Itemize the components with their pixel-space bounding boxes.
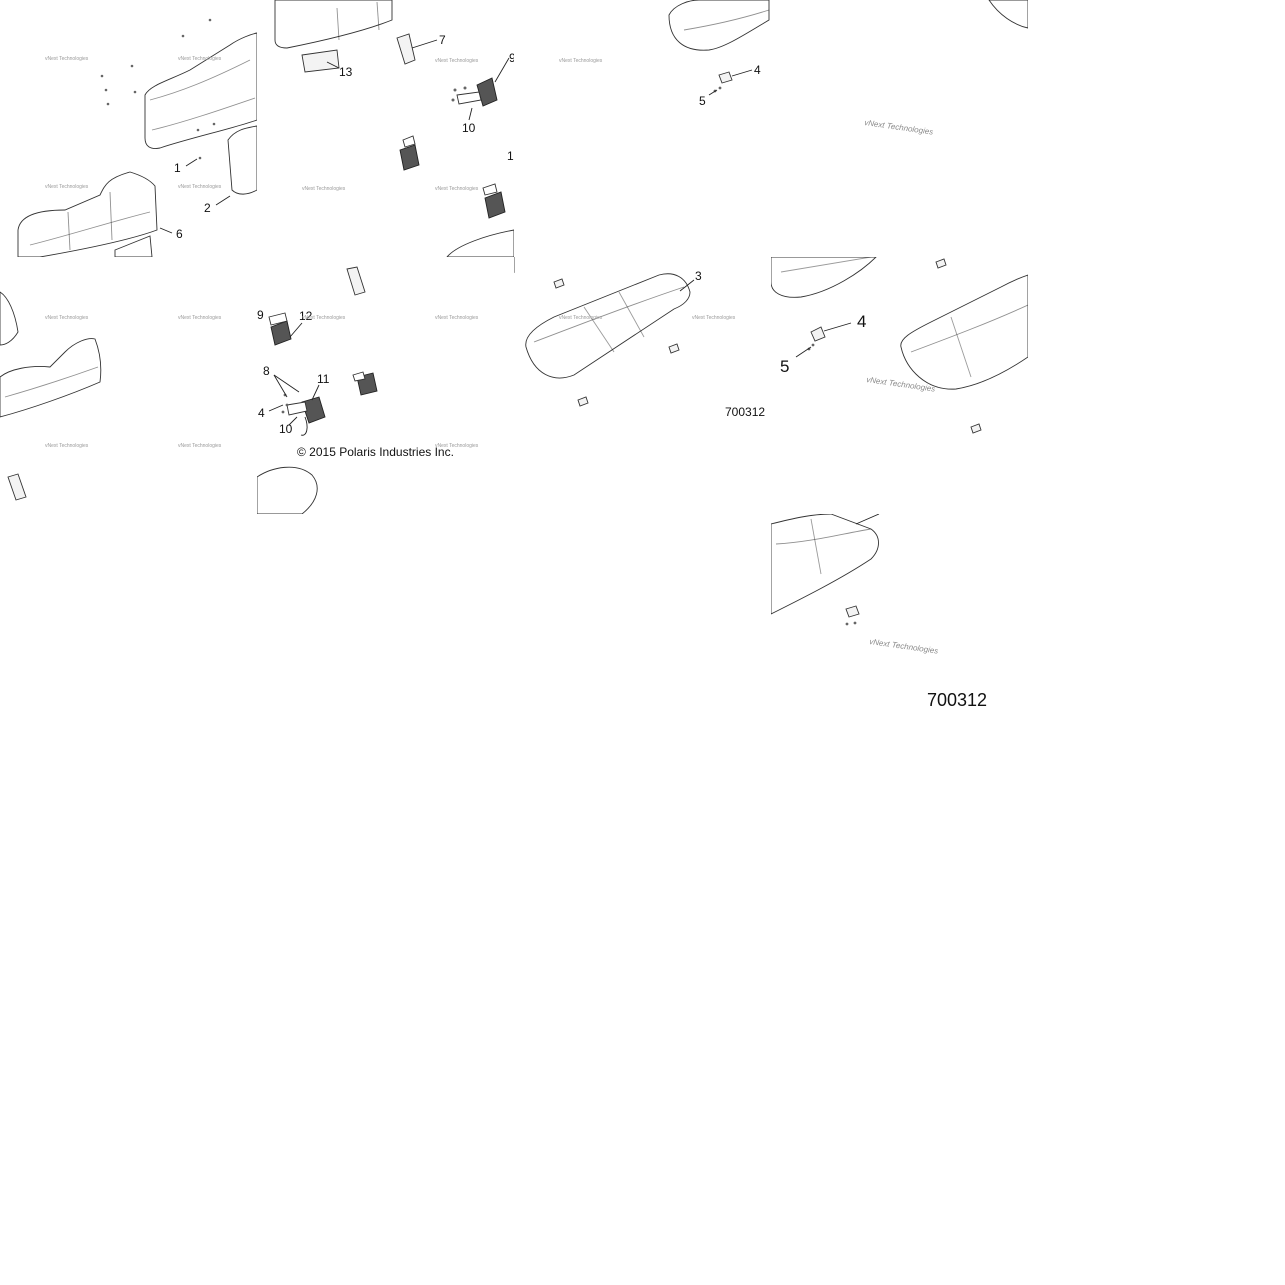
copyright: © 2015 Polaris Industries Inc. (297, 445, 454, 459)
seat-cushion-top (668, 0, 770, 51)
callout-2: 2 (204, 201, 211, 215)
bracket (845, 605, 860, 618)
watermark: vNext Technologies (435, 443, 479, 449)
callout-5: 5 (780, 357, 789, 376)
callout-9: 9 (257, 308, 264, 322)
callout-8: 8 (263, 364, 270, 378)
seat-cushion-3 (525, 273, 691, 379)
tile-seat-backs: 1 2 6 vNext Technologies vNext Technolog… (0, 0, 257, 257)
bracket (935, 258, 947, 269)
watermark: vNext Technologies (178, 315, 222, 321)
strap-7 (346, 266, 366, 296)
seat-back-panel (274, 0, 393, 49)
seat-edge (257, 466, 318, 514)
diagram-number: 700312 (927, 690, 987, 710)
callout-13: 13 (339, 65, 353, 79)
seat-back-side (227, 125, 257, 195)
watermark: vNext Technologies (869, 637, 939, 656)
watermark: vNext Technologies (45, 56, 89, 62)
seat-backs-drawing: 1 2 6 vNext Technologies vNext Technolog… (17, 18, 257, 257)
tile-cushion-right: 4 5 vNext Technologies (771, 257, 1028, 514)
seat-cushion-right (900, 274, 1028, 390)
watermark: vNext Technologies (435, 315, 479, 321)
callout-5: 5 (699, 94, 706, 108)
seat-back-large (0, 338, 102, 418)
latch-block (484, 191, 506, 219)
callout-7: 7 (439, 33, 446, 47)
hinge-11 (301, 396, 326, 424)
hinges-mid-drawing: 12 9 8 11 4 10 © 2015 Polaris Industries… (257, 266, 479, 514)
bracket-4 (718, 71, 733, 84)
seat-cushion-edge (771, 257, 877, 298)
watermark: vNext Technologies (178, 443, 222, 449)
watermark: vNext Technologies (559, 58, 603, 64)
seat-back-side (0, 291, 19, 346)
callout-4: 4 (258, 406, 265, 420)
watermark: vNext Technologies (864, 118, 934, 137)
tile-cushion-bottom: vNext Technologies 700312 (771, 514, 1028, 771)
seat-back-lower (17, 171, 158, 257)
callout-9: 9 (509, 51, 514, 65)
bracket-4 (810, 326, 826, 342)
seat-edge-right (988, 0, 1028, 29)
watermark: vNext Technologies (302, 315, 346, 321)
strap-7 (396, 33, 416, 65)
tile-cushion-top: 4 5 vNext Technologies vNext Technologie… (514, 0, 1028, 257)
watermark: vNext Technologies (559, 315, 603, 321)
watermark: vNext Technologies (435, 58, 479, 64)
watermark: vNext Technologies (45, 184, 89, 190)
tile-seat-back-mid: vNext Technologies vNext Technologies vN… (0, 257, 257, 514)
watermark: vNext Technologies (178, 56, 222, 62)
cushion-right-drawing: 4 5 vNext Technologies (771, 257, 1028, 434)
seat-cushion-large (771, 514, 879, 615)
hinge-9 (476, 77, 498, 107)
seat-back-mid-drawing: vNext Technologies vNext Technologies vN… (0, 291, 222, 501)
tile-hinges-mid: 12 9 8 11 4 10 © 2015 Polaris Industries… (257, 257, 514, 514)
tile-cushion-center: 3 700312 vNext Technologies vNext Techno… (514, 257, 771, 514)
watermark: vNext Technologies (178, 184, 222, 190)
watermark: vNext Technologies (692, 315, 736, 321)
bracket-6 (114, 235, 153, 257)
callout-12: 12 (299, 309, 313, 323)
bracket (577, 396, 589, 407)
callout-6: 6 (176, 227, 183, 241)
cushion-center-drawing: 3 700312 vNext Technologies vNext Techno… (514, 257, 765, 419)
bracket (668, 343, 680, 354)
watermark: vNext Technologies (302, 186, 346, 192)
bracket (553, 278, 565, 289)
cushion-bottom-drawing: vNext Technologies 700312 (771, 514, 987, 710)
callout-10: 10 (462, 121, 476, 135)
watermark: vNext Technologies (435, 186, 479, 192)
tile-hinges-top: 7 13 9 10 1 vNext Technologies vNext Tec… (257, 0, 514, 257)
watermark: vNext Technologies (45, 443, 89, 449)
callout-4: 4 (754, 63, 761, 77)
callout-11: 11 (317, 372, 330, 386)
seat-back-upper (144, 32, 257, 149)
callout-3: 3 (695, 269, 702, 283)
cushion-top-drawing: 4 5 vNext Technologies vNext Technologie… (559, 0, 1028, 137)
callout-1: 1 (174, 161, 181, 175)
diagram-number: 700312 (725, 405, 765, 419)
seat-edge (446, 229, 514, 257)
callout-10: 10 (279, 422, 293, 436)
panel-13 (301, 49, 340, 73)
bracket (970, 423, 982, 434)
strap (7, 473, 27, 501)
callout-4: 4 (857, 312, 866, 331)
latch-block (399, 144, 420, 171)
hinges-top-drawing: 7 13 9 10 1 vNext Technologies vNext Tec… (274, 0, 514, 257)
callout-1: 1 (507, 149, 514, 163)
latch-block-12 (270, 320, 292, 346)
watermark: vNext Technologies (45, 315, 89, 321)
